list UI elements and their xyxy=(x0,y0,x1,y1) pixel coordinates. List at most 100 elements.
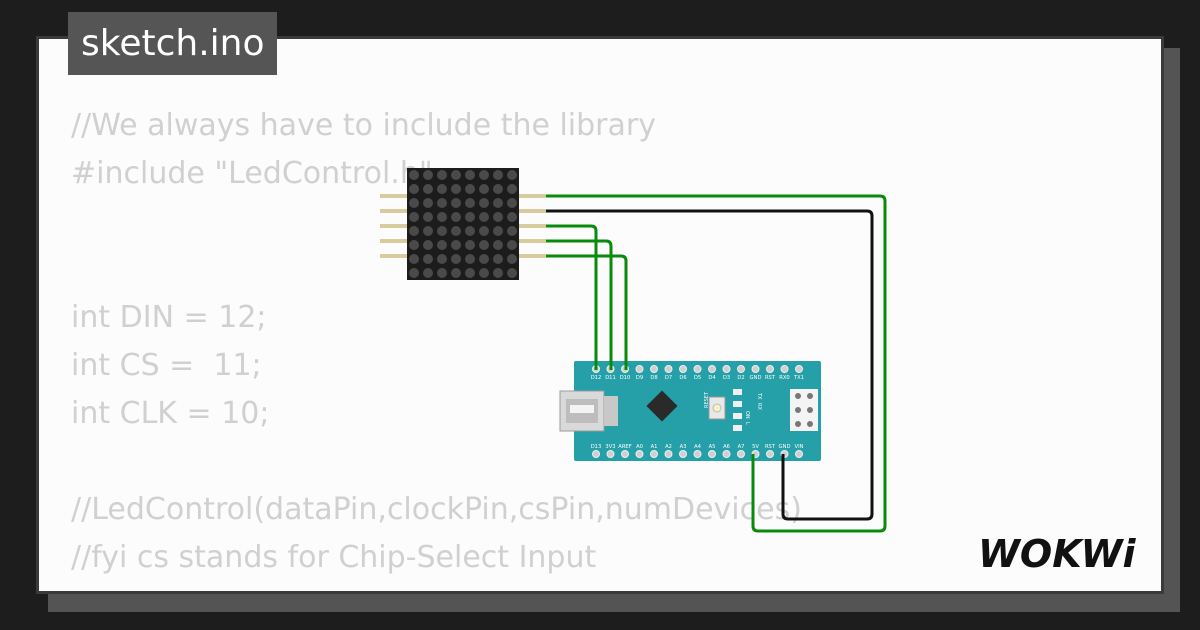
code-line: #include "LedControl.h" xyxy=(71,156,433,191)
board-pin[interactable] xyxy=(737,365,745,373)
board-pin[interactable] xyxy=(635,450,644,458)
matrix-led-dot xyxy=(437,198,447,208)
board-pin[interactable] xyxy=(679,365,687,373)
pin-label: 5V xyxy=(752,444,759,450)
microcontroller-chip xyxy=(646,390,678,422)
matrix-led-dot xyxy=(507,212,517,222)
pin-label: RST xyxy=(765,444,776,450)
matrix-led-dot xyxy=(479,226,489,236)
matrix-led-dot xyxy=(465,240,475,250)
wire-gnd xyxy=(546,209,874,521)
wokwi-logo: WOKWi xyxy=(978,532,1137,576)
board-pin[interactable] xyxy=(650,450,658,458)
pin-label: D13 xyxy=(591,444,602,450)
pin-label: D12 xyxy=(591,375,602,381)
matrix-led-dot xyxy=(423,240,433,250)
matrix-led-dot xyxy=(479,184,489,194)
matrix-led-dot xyxy=(451,268,461,278)
led-label-tx: TX xyxy=(756,392,762,400)
wires xyxy=(546,194,887,533)
matrix-led-dot xyxy=(479,170,489,180)
matrix-led-dot xyxy=(437,268,447,278)
pin-label: D5 xyxy=(694,375,701,381)
code-line: int DIN = 12; xyxy=(71,300,267,335)
matrix-led-dot xyxy=(507,268,517,278)
matrix-led-dot xyxy=(423,268,433,278)
matrix-led-dot xyxy=(409,268,419,278)
matrix-led-dot xyxy=(409,198,419,208)
pin-label: A6 xyxy=(723,444,730,450)
pin-label: 3V3 xyxy=(605,444,615,450)
board-pin[interactable] xyxy=(606,450,615,458)
matrix-led-dot xyxy=(451,240,461,250)
matrix-led-dot xyxy=(493,184,503,194)
code-line: int CLK = 10; xyxy=(71,396,270,431)
board-pin[interactable] xyxy=(766,365,774,373)
pin-label: A3 xyxy=(680,444,687,450)
pin-label: A5 xyxy=(709,444,716,450)
pin-label: D2 xyxy=(737,375,744,381)
matrix-led-dot xyxy=(493,268,503,278)
board-pin[interactable] xyxy=(722,450,731,458)
matrix-led-dot xyxy=(493,198,503,208)
pin-label: A4 xyxy=(694,444,702,450)
matrix-led-dot xyxy=(479,240,489,250)
board-pin[interactable] xyxy=(795,365,803,373)
matrix-led-dot xyxy=(507,184,517,194)
matrix-led-dot xyxy=(479,198,489,208)
usb-connector xyxy=(559,390,618,432)
matrix-led-dot xyxy=(409,240,419,250)
board-pin[interactable] xyxy=(621,450,629,458)
file-title-tab[interactable]: sketch.ino xyxy=(68,12,278,75)
matrix-led-dot xyxy=(423,226,433,236)
pin-label: GND xyxy=(750,375,762,381)
matrix-led-dot xyxy=(409,170,419,180)
pin-label: D8 xyxy=(650,375,657,381)
board-pin[interactable] xyxy=(664,450,673,458)
matrix-led-dot xyxy=(465,268,475,278)
matrix-led-dot xyxy=(423,170,433,180)
matrix-led-dot xyxy=(423,254,433,264)
matrix-led-dot xyxy=(493,226,503,236)
matrix-led-dot xyxy=(465,212,475,222)
board-pin[interactable] xyxy=(737,450,745,458)
matrix-led-dot xyxy=(409,254,419,264)
wire-clk xyxy=(546,254,628,370)
matrix-led-dot xyxy=(409,226,419,236)
pin-label: D10 xyxy=(620,375,631,381)
board-pin[interactable] xyxy=(722,365,731,373)
matrix-led-dot xyxy=(479,268,489,278)
board-pin[interactable] xyxy=(751,365,760,373)
board-pin[interactable] xyxy=(708,365,716,373)
pin-label: A0 xyxy=(636,444,643,450)
pin-label: A1 xyxy=(651,444,658,450)
wire-cs xyxy=(546,239,613,370)
board-pin[interactable] xyxy=(592,450,600,458)
pin-label: D4 xyxy=(708,375,716,381)
matrix-led-dot xyxy=(493,212,503,222)
matrix-led-dot xyxy=(465,184,475,194)
board-pin[interactable] xyxy=(650,365,658,373)
board-pin[interactable] xyxy=(708,450,716,458)
matrix-led-dot xyxy=(451,170,461,180)
board-pin[interactable] xyxy=(795,450,803,458)
pin-label: D6 xyxy=(679,375,686,381)
pin-label: D11 xyxy=(605,375,616,381)
pin-label: D7 xyxy=(665,375,672,381)
board-pin[interactable] xyxy=(664,365,673,373)
board-pin[interactable] xyxy=(693,450,702,458)
led-matrix[interactable] xyxy=(407,168,519,280)
board-pin[interactable] xyxy=(679,450,687,458)
board-pin[interactable] xyxy=(766,450,774,458)
matrix-led-dot xyxy=(479,212,489,222)
wokwi-logo-text: WOKWi xyxy=(978,532,1137,576)
pin-label: RX0 xyxy=(779,375,789,381)
code-line: LedControl lc=LedControl(DIN,CLK,CS,0); xyxy=(71,582,802,591)
wire-vcc xyxy=(546,194,887,533)
board-pin[interactable] xyxy=(635,365,644,373)
reset-button[interactable] xyxy=(708,396,726,420)
board-pin[interactable] xyxy=(780,365,789,373)
board-pin[interactable] xyxy=(693,365,702,373)
